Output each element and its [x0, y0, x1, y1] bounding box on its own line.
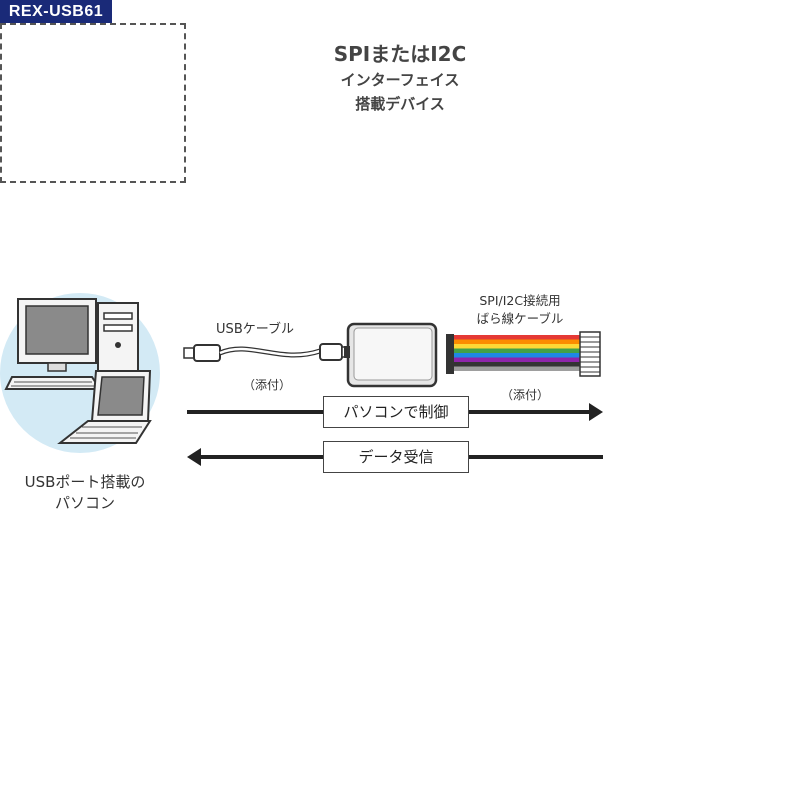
usb-cable-label: USBケーブル [216, 322, 294, 337]
receive-flow-label: データ受信 [323, 441, 469, 473]
pc-label-line2: パソコン [54, 494, 115, 512]
spi-cable-label-line1: SPI/I2C接続用 [479, 293, 561, 308]
device-line3: 搭載デバイス [355, 95, 445, 113]
control-flow-label: パソコンで制御 [323, 396, 469, 428]
target-device-text: SPIまたはI2C インターフェイス 搭載デバイス [0, 40, 800, 116]
pc-label: USBポート搭載の パソコン [0, 472, 170, 514]
target-device-box: SPIまたはI2C インターフェイス 搭載デバイス [0, 23, 466, 183]
spi-cable-label: SPI/I2C接続用 ばら線ケーブル [455, 292, 585, 328]
usb-cable-note: （添付） [242, 378, 291, 392]
spi-cable-note: （添付） [500, 388, 549, 402]
model-badge: REX-USB61 [0, 0, 112, 23]
pc-label-line1: USBポート搭載の [24, 473, 146, 491]
usb-cable-icon [183, 343, 349, 362]
device-line1: SPIまたはI2C [333, 42, 467, 66]
device-line2: インターフェイス [340, 71, 460, 89]
ribbon-cable-icon [446, 331, 601, 377]
adapter-icon [344, 322, 438, 388]
computer-icon [0, 293, 160, 453]
spi-cable-label-line2: ばら線ケーブル [476, 311, 564, 326]
